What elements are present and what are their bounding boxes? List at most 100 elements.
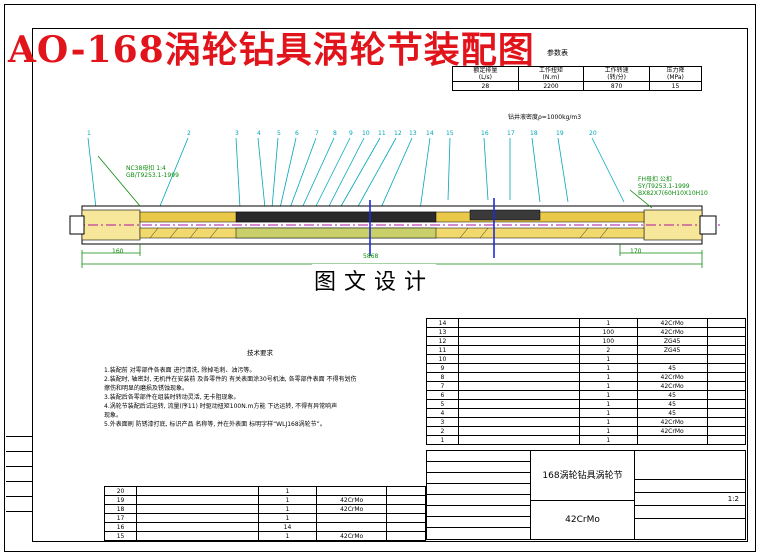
bom-note [706,336,747,346]
bom-name [136,495,260,505]
params-head-3: 工作转速(转/分) [583,66,650,82]
drawing-border [4,4,756,552]
right-thread-callout: FH母扣 公扣 SY/T9253.1-1999 BX82X7(60H10X10H… [638,176,708,197]
title-block-name: 168涡轮钻具涡轮节 [531,451,635,501]
bom-material [636,354,708,364]
part-number: 14 [426,130,434,137]
part-number: 17 [507,130,515,137]
part-number: 7 [315,130,319,137]
bom-name [136,486,260,496]
bom-qty: 1 [579,408,638,418]
tech-req-item: 2.装配时, 轴密封, 无机件在安装前 及各零件的 有关表面涂30号机油, 各零… [104,376,357,383]
bom-no: 9 [426,363,459,373]
bom-name [457,354,581,364]
bom-qty: 1 [579,390,638,400]
bom-qty: 1 [579,372,638,382]
part-number: 15 [446,130,454,137]
bom-name [457,426,581,436]
bom-note [706,417,747,427]
bom-material: 45 [636,363,708,373]
bom-qty: 1 [579,426,638,436]
bom-name [457,363,581,373]
bom-name [136,504,260,514]
bom-name [457,336,581,346]
bom-no: 7 [426,381,459,391]
bom-note [386,495,426,505]
bom-material: 42CrMo [636,372,708,382]
bom-no: 18 [103,504,138,514]
part-number: 11 [378,130,386,137]
bom-no: 3 [426,417,459,427]
bom-no: 14 [426,318,459,328]
bom-qty: 100 [579,336,638,346]
bom-material [315,522,388,532]
params-val-4: 15 [648,81,703,91]
bom-material: 42CrMo [636,426,708,436]
bom-name [457,318,581,328]
bom-material: 42CrMo [315,495,388,505]
bom-note [706,390,747,400]
bom-no: 5 [426,399,459,409]
part-number: 19 [556,130,564,137]
bom-no: 4 [426,408,459,418]
bom-material: 42CrMo [636,327,708,337]
bom-note [706,318,747,328]
part-number: 10 [362,130,370,137]
dim-left: 160 [112,248,124,255]
bom-no: 13 [426,327,459,337]
bom-name [457,435,581,445]
bom-name [457,372,581,382]
tech-req-item: 3.装配后各零部件在组装时转动灵活, 无卡阻现象。 [104,394,240,401]
bom-qty: 1 [579,363,638,373]
tech-req-item: 1.装配前 对零部件各表面 进行清洗, 除掉毛刺、油污等。 [104,367,256,374]
params-head-1: 额定排量(L/s) [452,66,519,82]
bom-no: 16 [103,522,138,532]
bom-name [136,513,260,523]
bom-note [706,354,747,364]
bom-qty: 1 [579,399,638,409]
bom-material: 45 [636,399,708,409]
bom-note [706,372,747,382]
watermark-text: 图文设计 [312,264,437,296]
params-val-2: 2200 [517,81,585,91]
bom-note [386,486,426,496]
bom-material [315,513,388,523]
bom-no: 10 [426,354,459,364]
bom-note [386,513,426,523]
bom-note [706,426,747,436]
part-number: 18 [530,130,538,137]
part-number: 4 [257,130,261,137]
bom-material: 42CrMo [636,381,708,391]
bom-material: 42CrMo [315,531,388,541]
params-table: 额定排量(L/s) 工作扭矩(N.m) 工作转速(转/分) 压力降(MPa) 2… [452,66,703,91]
part-number: 1 [87,130,91,137]
bom-no: 8 [426,372,459,382]
assembly-drawing [69,137,720,268]
bom-qty: 100 [579,327,638,337]
bom-material: ZG45 [636,336,708,346]
part-number: 3 [235,130,239,137]
bom-no: 1 [426,435,459,445]
drawing-title: AO-168涡轮钻具涡轮节装配图 [8,29,535,71]
bom-note [386,504,426,514]
bom-name [457,327,581,337]
bom-no: 19 [103,495,138,505]
bom-qty: 1 [258,504,317,514]
left-thread-callout: NC38母扣 1:4 GB/T9253.1-1999 [126,165,179,179]
bom-note [386,522,426,532]
params-header: 参数表 [547,49,568,57]
bom-material: 45 [636,408,708,418]
bom-no: 17 [103,513,138,523]
bom-material [636,435,708,445]
